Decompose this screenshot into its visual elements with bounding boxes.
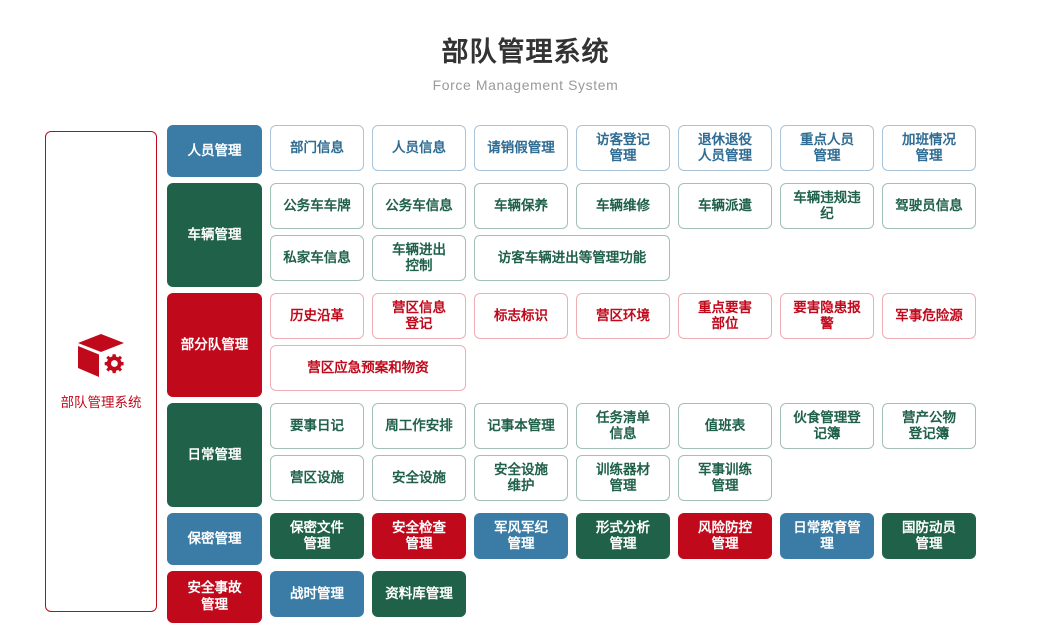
module-tile[interactable]: 周工作安排 bbox=[372, 403, 466, 449]
module-tile[interactable]: 风险防控 管理 bbox=[678, 513, 772, 559]
category-items: 保密文件 管理安全检查 管理军风军纪 管理形式分析 管理风险防控 管理日常教育管… bbox=[270, 513, 1051, 565]
module-tile[interactable]: 驾驶员信息 bbox=[882, 183, 976, 229]
category-row: 日常管理要事日记周工作安排记事本管理任务清单 信息值班表伙食管理登记簿营产公物 … bbox=[167, 403, 1051, 507]
module-tile[interactable]: 车辆违规违纪 bbox=[780, 183, 874, 229]
category-row: 车辆管理公务车车牌公务车信息车辆保养车辆维修车辆派遣车辆违规违纪驾驶员信息私家车… bbox=[167, 183, 1051, 287]
module-tile[interactable]: 重点人员 管理 bbox=[780, 125, 874, 171]
page-title: 部队管理系统 bbox=[441, 37, 610, 67]
module-tile[interactable]: 训练器材 管理 bbox=[576, 455, 670, 501]
module-tile[interactable]: 加班情况 管理 bbox=[882, 125, 976, 171]
module-tile[interactable]: 公务车车牌 bbox=[270, 183, 364, 229]
module-tile[interactable]: 日常教育管理 bbox=[780, 513, 874, 559]
category-row: 人员管理部门信息人员信息请销假管理访客登记 管理退休退役 人员管理重点人员 管理… bbox=[167, 125, 1051, 177]
category-chip[interactable]: 安全事故 管理 bbox=[167, 571, 262, 623]
module-tile[interactable]: 军风军纪 管理 bbox=[474, 513, 568, 559]
category-items: 要事日记周工作安排记事本管理任务清单 信息值班表伙食管理登记簿营产公物 登记簿营… bbox=[270, 403, 1051, 507]
module-tile[interactable]: 安全设施 维护 bbox=[474, 455, 568, 501]
module-tile[interactable]: 要害隐患报警 bbox=[780, 293, 874, 339]
sidebar-label: 部队管理系统 bbox=[60, 394, 142, 410]
module-tile[interactable]: 人员信息 bbox=[372, 125, 466, 171]
category-chip[interactable]: 日常管理 bbox=[167, 403, 262, 507]
module-tile[interactable]: 营区环境 bbox=[576, 293, 670, 339]
page-header: 部队管理系统 Force Management System bbox=[0, 0, 1051, 94]
module-tile[interactable]: 公务车信息 bbox=[372, 183, 466, 229]
category-chip[interactable]: 保密管理 bbox=[167, 513, 262, 565]
module-tile[interactable]: 记事本管理 bbox=[474, 403, 568, 449]
module-tile[interactable]: 伙食管理登记簿 bbox=[780, 403, 874, 449]
module-tile[interactable]: 军事训练 管理 bbox=[678, 455, 772, 501]
module-tile[interactable]: 安全设施 bbox=[372, 455, 466, 501]
module-tile[interactable]: 历史沿革 bbox=[270, 293, 364, 339]
category-chip[interactable]: 部分队管理 bbox=[167, 293, 262, 397]
module-tile[interactable]: 重点要害 部位 bbox=[678, 293, 772, 339]
module-tile[interactable]: 形式分析 管理 bbox=[576, 513, 670, 559]
module-tile[interactable]: 要事日记 bbox=[270, 403, 364, 449]
module-tile[interactable]: 退休退役 人员管理 bbox=[678, 125, 772, 171]
module-tile[interactable]: 私家车信息 bbox=[270, 235, 364, 281]
module-tile[interactable]: 车辆进出 控制 bbox=[372, 235, 466, 281]
module-tile[interactable]: 国防动员 管理 bbox=[882, 513, 976, 559]
module-tile[interactable]: 保密文件 管理 bbox=[270, 513, 364, 559]
module-tile[interactable]: 车辆保养 bbox=[474, 183, 568, 229]
module-tile[interactable]: 任务清单 信息 bbox=[576, 403, 670, 449]
category-row: 保密管理保密文件 管理安全检查 管理军风军纪 管理形式分析 管理风险防控 管理日… bbox=[167, 513, 1051, 565]
module-tile[interactable]: 营区信息 登记 bbox=[372, 293, 466, 339]
category-items: 部门信息人员信息请销假管理访客登记 管理退休退役 人员管理重点人员 管理加班情况… bbox=[270, 125, 1051, 177]
category-items: 历史沿革营区信息 登记标志标识营区环境重点要害 部位要害隐患报警军事危险源营区应… bbox=[270, 293, 1051, 397]
module-tile[interactable]: 值班表 bbox=[678, 403, 772, 449]
module-tile[interactable]: 访客车辆进出等管理功能 bbox=[474, 235, 670, 281]
module-tile[interactable]: 营区设施 bbox=[270, 455, 364, 501]
cube-gear-icon bbox=[78, 333, 124, 377]
module-tile[interactable]: 营产公物 登记簿 bbox=[882, 403, 976, 449]
category-chip[interactable]: 车辆管理 bbox=[167, 183, 262, 287]
sidebar[interactable]: 部队管理系统 bbox=[45, 131, 157, 612]
page-subtitle: Force Management System bbox=[432, 77, 619, 94]
module-tile[interactable]: 车辆派遣 bbox=[678, 183, 772, 229]
category-items: 公务车车牌公务车信息车辆保养车辆维修车辆派遣车辆违规违纪驾驶员信息私家车信息车辆… bbox=[270, 183, 1051, 287]
category-row: 部分队管理历史沿革营区信息 登记标志标识营区环境重点要害 部位要害隐患报警军事危… bbox=[167, 293, 1051, 397]
module-tile[interactable]: 战时管理 bbox=[270, 571, 364, 617]
category-rows: 人员管理部门信息人员信息请销假管理访客登记 管理退休退役 人员管理重点人员 管理… bbox=[167, 125, 1051, 629]
module-tile[interactable]: 资料库管理 bbox=[372, 571, 466, 617]
module-tile[interactable]: 访客登记 管理 bbox=[576, 125, 670, 171]
module-tile[interactable]: 标志标识 bbox=[474, 293, 568, 339]
category-row: 安全事故 管理战时管理资料库管理 bbox=[167, 571, 1051, 623]
category-chip[interactable]: 人员管理 bbox=[167, 125, 262, 177]
main-layout: 部队管理系统 人员管理部门信息人员信息请销假管理访客登记 管理退休退役 人员管理… bbox=[0, 125, 1051, 629]
module-tile[interactable]: 部门信息 bbox=[270, 125, 364, 171]
module-tile[interactable]: 车辆维修 bbox=[576, 183, 670, 229]
module-tile[interactable]: 军事危险源 bbox=[882, 293, 976, 339]
module-tile[interactable]: 请销假管理 bbox=[474, 125, 568, 171]
module-tile[interactable]: 营区应急预案和物资 bbox=[270, 345, 466, 391]
module-tile[interactable]: 安全检查 管理 bbox=[372, 513, 466, 559]
category-items: 战时管理资料库管理 bbox=[270, 571, 1051, 623]
